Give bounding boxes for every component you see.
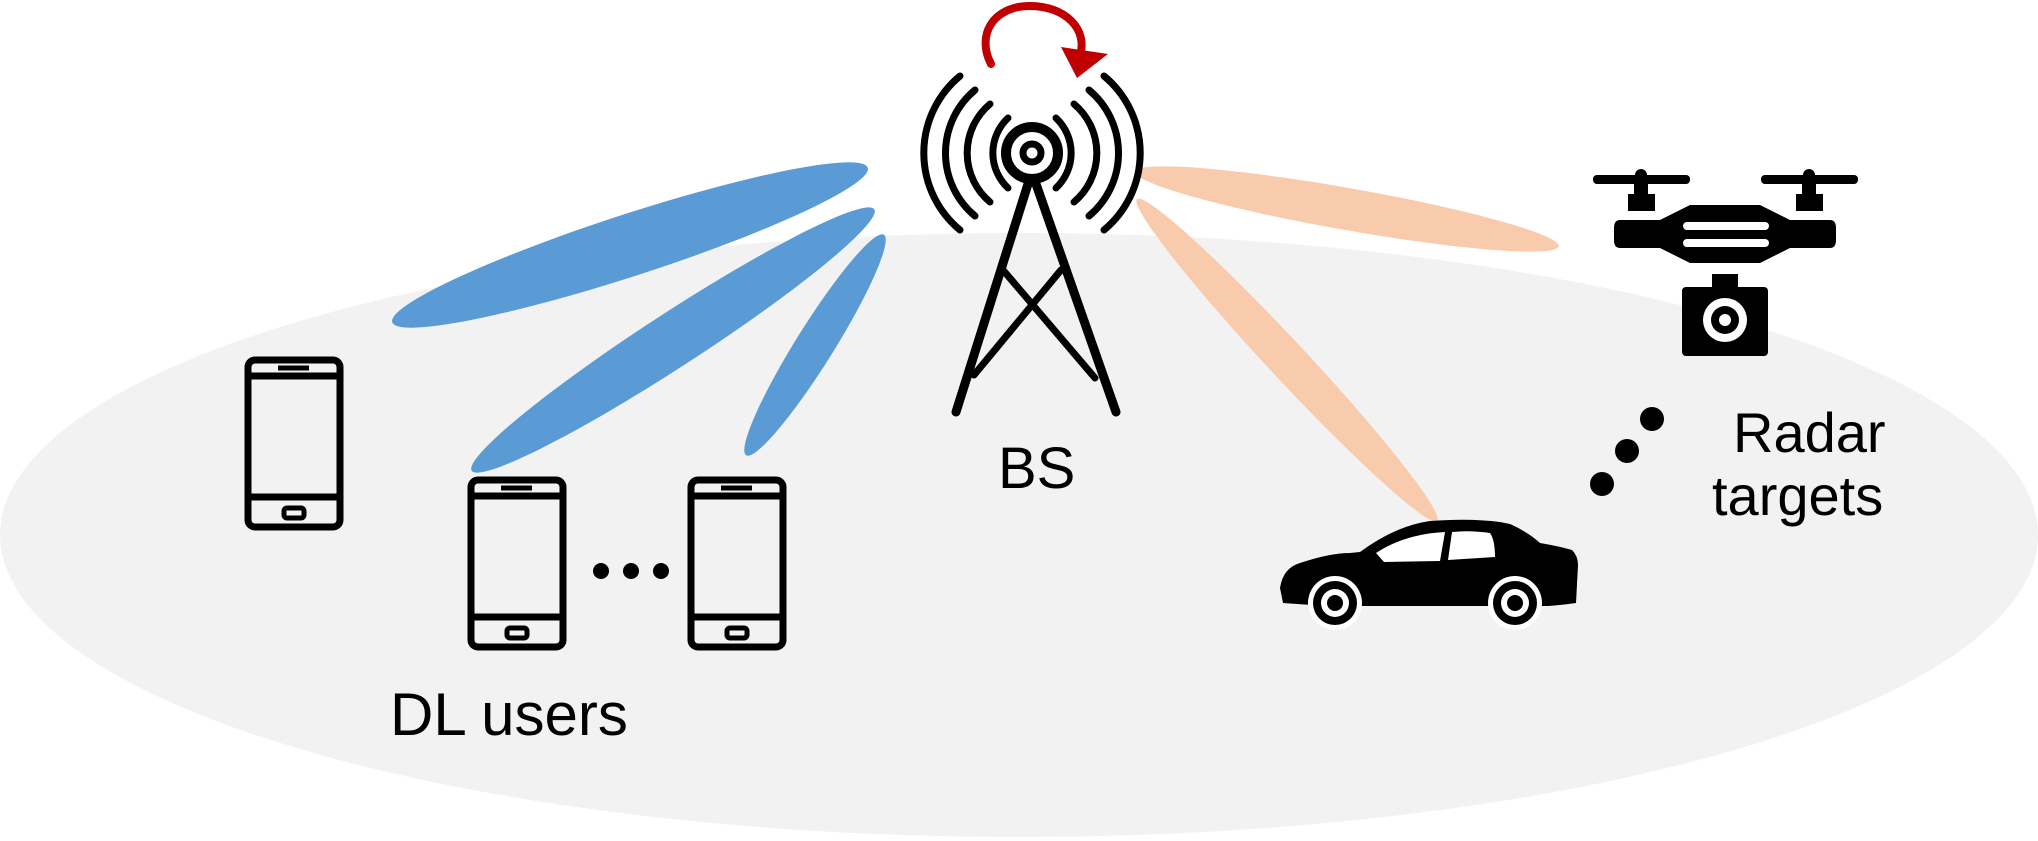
phone-icon [467,476,567,651]
radar-beam-2 [1136,198,1438,522]
drone-icon [1593,169,1858,356]
radar-beam-1 [1135,166,1559,252]
radar-beams [1135,166,1559,522]
comm-beam-1 [392,162,868,328]
target-dots [1590,407,1664,496]
phone-icon [244,356,344,531]
radar-targets-label-line1: Radar [1733,401,1886,464]
phone-icon [687,476,787,651]
bs-label: BS [998,436,1075,501]
dl-users-label: DL users [390,681,628,748]
tower-icon [920,72,1144,417]
radar-targets-label-line2: targets [1712,464,1883,527]
rotation-arrow-icon [981,1,1108,78]
coverage-area [0,233,2038,837]
car-icon [1280,519,1578,630]
ellipsis-dots [593,563,669,579]
comm-beams [392,162,886,473]
comm-beam-3 [744,234,886,456]
comm-beam-2 [471,207,875,473]
